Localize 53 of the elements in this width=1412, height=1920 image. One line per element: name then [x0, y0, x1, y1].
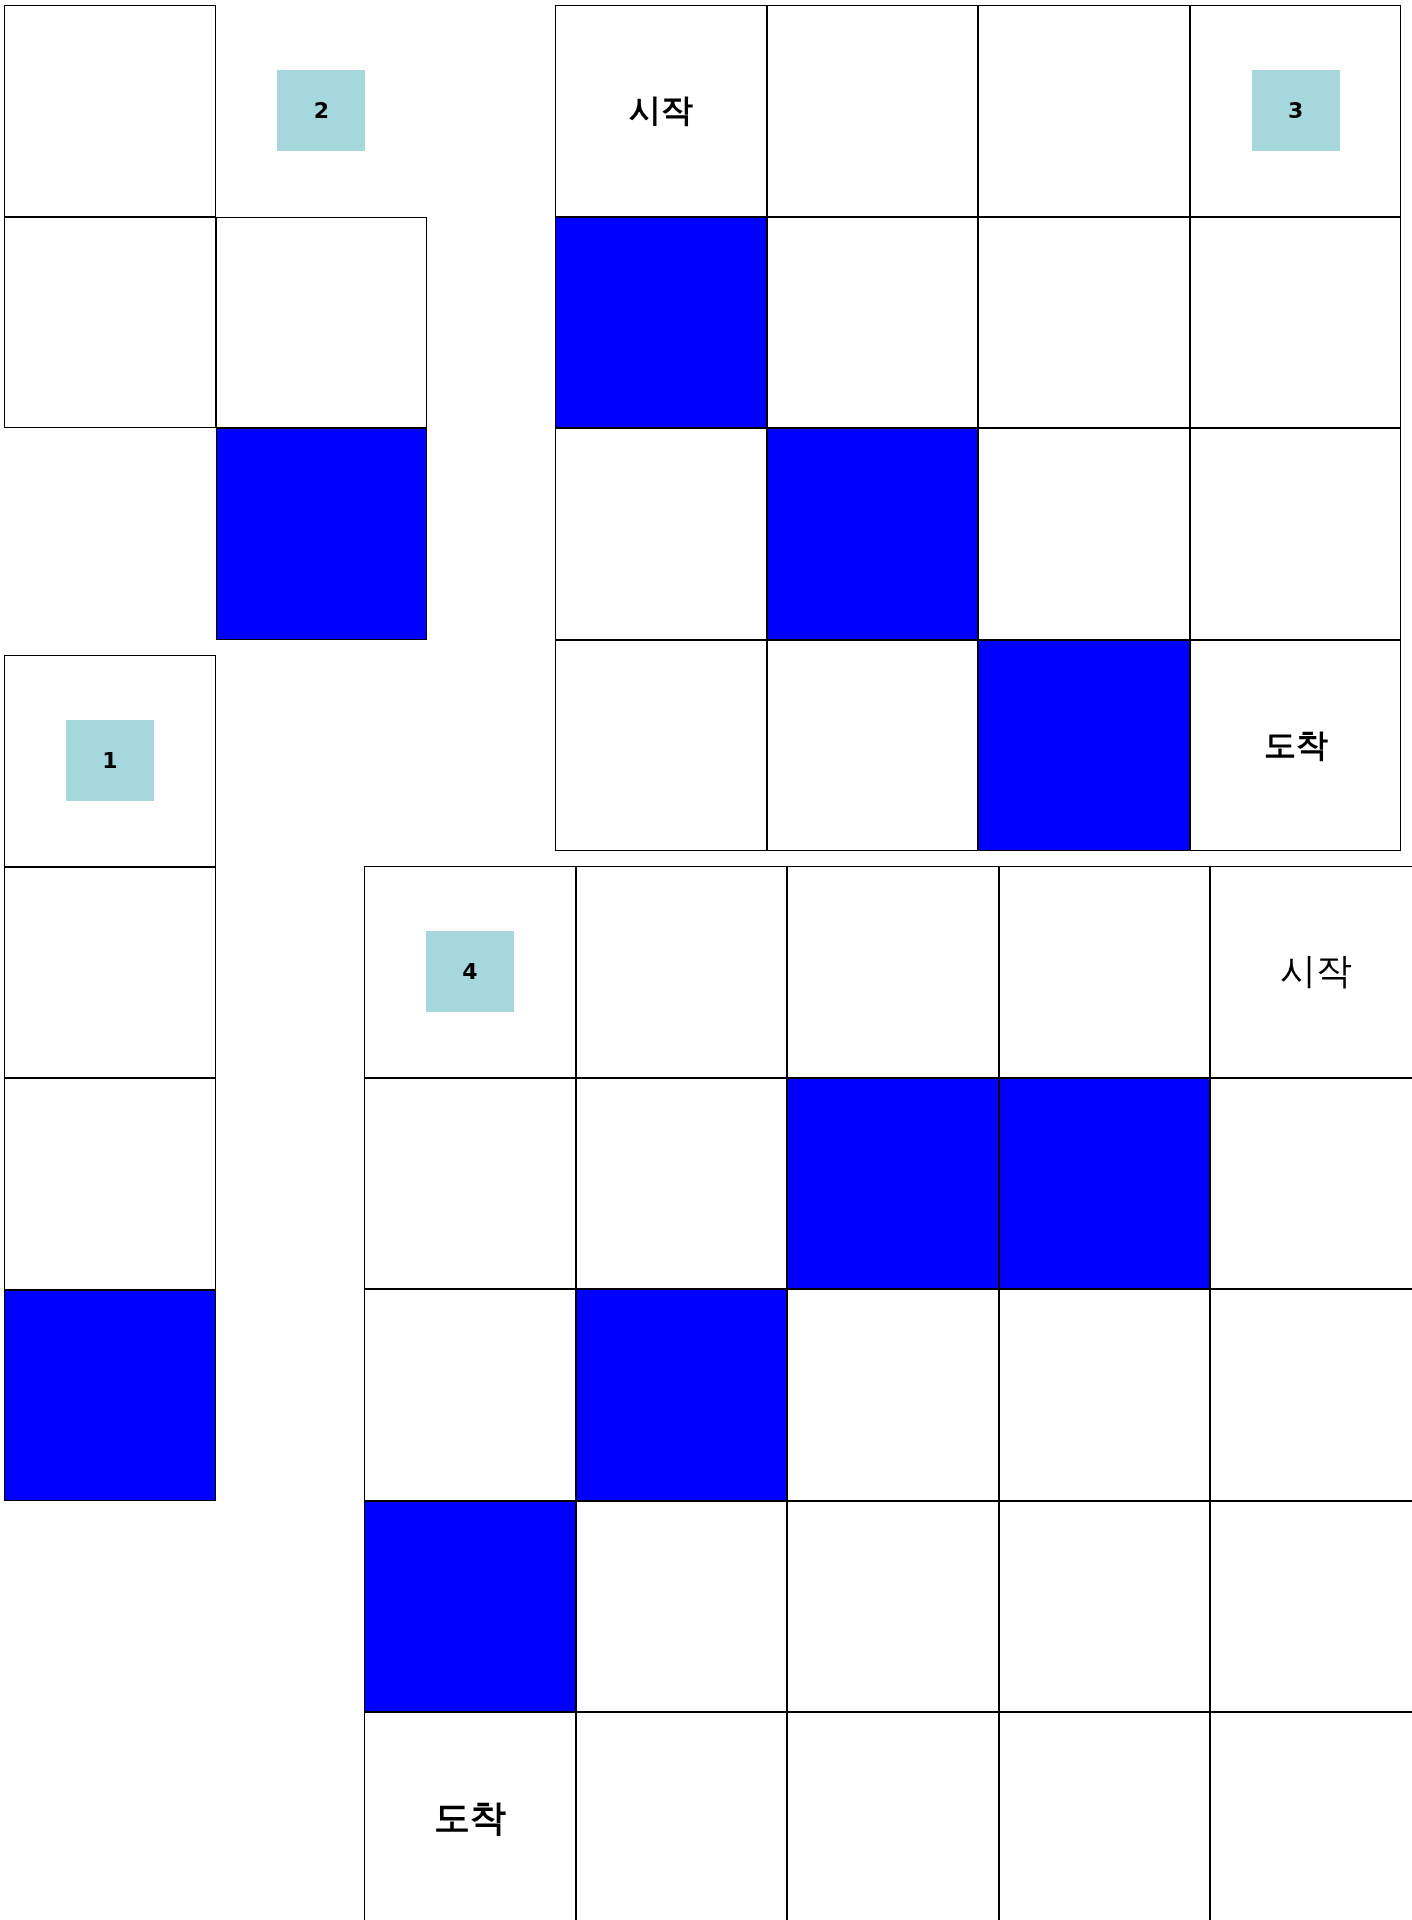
filled-cell	[215, 428, 428, 640]
grid-cell	[364, 1289, 576, 1501]
grid-cell: 도착	[1189, 639, 1402, 852]
grid-cell	[555, 639, 767, 852]
grid-cell	[978, 428, 1190, 640]
grid-cell	[364, 1077, 576, 1290]
grid-cell	[1189, 216, 1402, 429]
grid-cell	[555, 428, 767, 640]
grid-cell	[1210, 1500, 1412, 1713]
filled-cell	[555, 216, 767, 429]
grid-cell	[787, 866, 999, 1078]
grid-cell	[364, 866, 576, 1078]
number-tag: 1	[65, 720, 154, 802]
grid-cell	[998, 866, 1211, 1078]
filled-cell	[575, 1289, 788, 1501]
grid-cell	[978, 5, 1190, 217]
number-tag: 4	[425, 931, 514, 1013]
grid-cell	[575, 866, 788, 1078]
grid-cell	[766, 216, 979, 429]
filled-cell	[978, 639, 1190, 852]
grid-cell	[4, 216, 216, 429]
grid-cell	[766, 5, 979, 217]
filled-cell	[4, 1289, 216, 1502]
grid-cell	[787, 1712, 999, 1920]
grid-cell	[1210, 1289, 1412, 1501]
grid-cell	[787, 1500, 999, 1713]
filled-cell	[766, 428, 979, 640]
grid-cell	[575, 1077, 788, 1290]
grid-cell	[787, 1289, 999, 1501]
grid-cell	[4, 655, 216, 867]
grid-cell	[998, 1289, 1211, 1501]
grid-cell	[215, 216, 428, 429]
number-tag: 2	[277, 70, 366, 152]
grid-cell	[1210, 1077, 1412, 1290]
filled-cell	[364, 1500, 576, 1713]
grid-cell	[766, 639, 979, 852]
grid-cell	[4, 866, 216, 1079]
grid-cell	[998, 1712, 1211, 1920]
grid-cell: 시작	[555, 5, 767, 217]
grid-cell	[1189, 5, 1402, 217]
grid-cell	[575, 1500, 788, 1713]
grid-cell	[1210, 1712, 1412, 1920]
filled-cell	[787, 1077, 999, 1290]
grid-cell	[978, 216, 1190, 429]
grid-cell	[1189, 428, 1402, 640]
grid-cell	[575, 1712, 788, 1920]
grid-cell	[4, 1078, 216, 1290]
filled-cell	[998, 1077, 1211, 1290]
number-tag: 3	[1251, 70, 1340, 152]
grid-cell: 도착	[364, 1712, 576, 1920]
grid-cell	[4, 5, 216, 217]
grid-cell: 시작	[1210, 866, 1412, 1078]
grid-cell	[998, 1500, 1211, 1713]
